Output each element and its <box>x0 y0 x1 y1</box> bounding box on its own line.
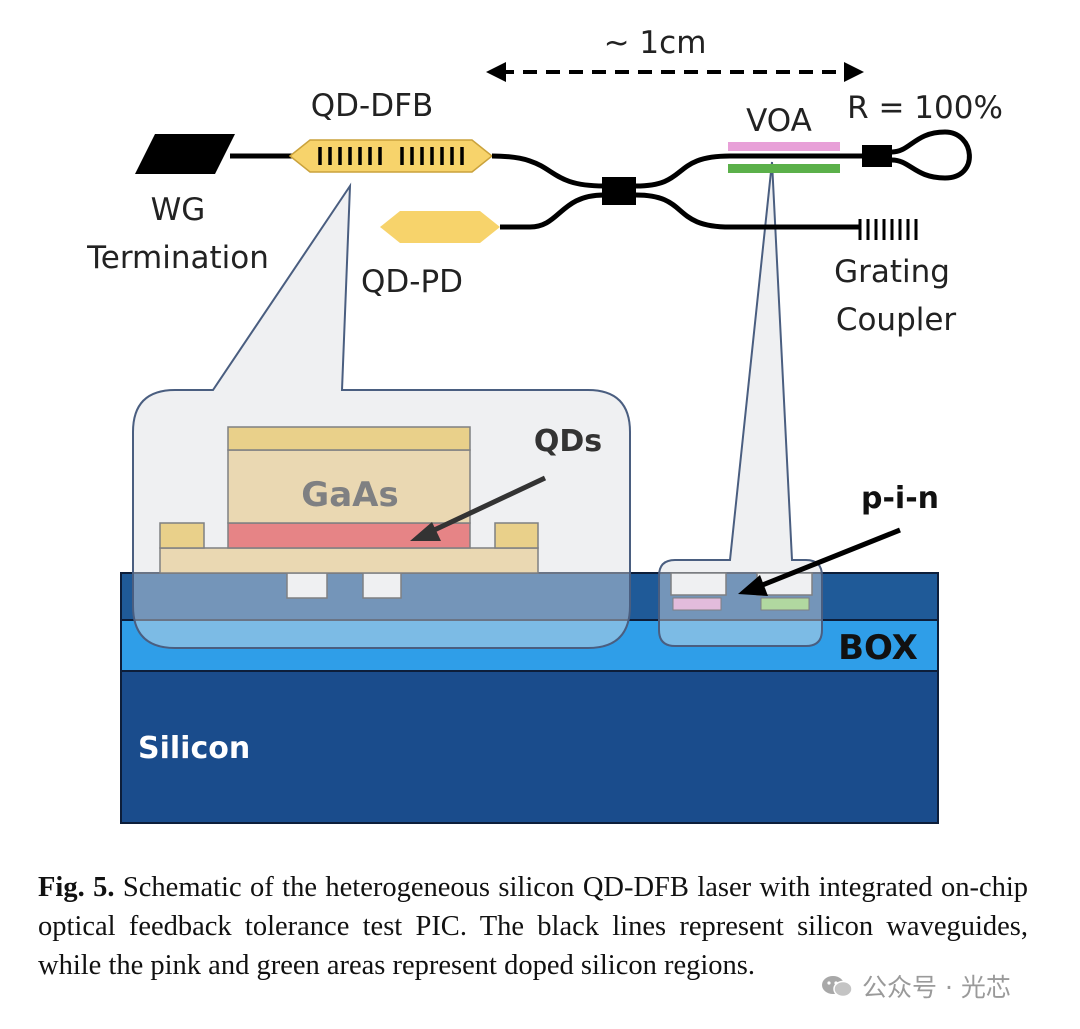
grating-coupler-label-line2: Coupler <box>836 302 957 338</box>
waveguide-laser-to-coupler <box>491 153 605 189</box>
watermark: 公众号 · 光芯 <box>820 968 1011 1004</box>
distance-label: ~ 1cm <box>604 25 707 61</box>
qd-pd <box>380 211 500 243</box>
qds-pointer-head <box>410 522 441 541</box>
qds-pointer-line <box>428 475 547 535</box>
pin-label: p-i-n <box>861 481 939 516</box>
pin-pointer-line <box>759 527 901 589</box>
silicon-substrate <box>120 670 939 824</box>
voa-n-electrode <box>728 164 840 173</box>
wg-termination-label-line2: Termination <box>86 240 269 276</box>
waveguide-coupler-to-grating <box>635 192 860 230</box>
p-contact-top <box>227 426 471 451</box>
box-label: BOX <box>838 628 918 668</box>
si-waveguide-rib-left <box>286 572 328 599</box>
grating-coupler-label-line1: Grating <box>834 254 950 290</box>
caption-text: Schematic of the heterogeneous silicon Q… <box>38 872 1029 981</box>
figure-number: Fig. 5. <box>38 872 115 903</box>
wg-termination <box>135 134 235 174</box>
reflector-label: R = 100% <box>847 90 1003 126</box>
loop-mirror <box>891 129 972 181</box>
p-doped-region <box>672 597 722 611</box>
waveguide-coupler-to-voa <box>635 153 862 189</box>
voa-p-electrode <box>728 142 840 151</box>
wg-termination-label-line1: WG <box>151 192 206 228</box>
voa-callout-bubble <box>658 161 823 647</box>
loop-mirror-coupler <box>862 145 892 167</box>
gaas-upper-cladding <box>227 449 471 524</box>
qd-pd-label: QD-PD <box>361 264 463 300</box>
laser-callout-bubble <box>132 182 631 649</box>
n-contact-right <box>494 522 539 549</box>
dfb-grating <box>318 147 464 165</box>
distance-arrow-right-head <box>844 62 864 82</box>
grating-coupler <box>858 219 918 240</box>
figure-caption: Fig. 5. Schematic of the heterogeneous s… <box>38 868 1028 985</box>
waveguide-pd-to-coupler <box>500 192 605 230</box>
silicon-label: Silicon <box>138 731 250 766</box>
watermark-text: 公众号 · 光芯 <box>862 973 1011 1002</box>
laser-bottom-cladding <box>159 547 539 574</box>
directional-coupler <box>602 177 636 205</box>
schematic-diagram: GaAs <box>86 25 1003 824</box>
wechat-icon <box>822 976 853 998</box>
n-doped-region <box>760 597 810 611</box>
voa-label: VOA <box>746 103 812 139</box>
voa-waveguide-notch-left <box>670 572 727 596</box>
distance-arrow-left-head <box>486 62 506 82</box>
n-contact-left <box>159 522 205 549</box>
qd-dfb-label: QD-DFB <box>311 88 433 124</box>
gaas-label: GaAs <box>301 475 398 515</box>
pin-pointer-head <box>738 575 768 596</box>
qds-label: QDs <box>534 424 602 459</box>
